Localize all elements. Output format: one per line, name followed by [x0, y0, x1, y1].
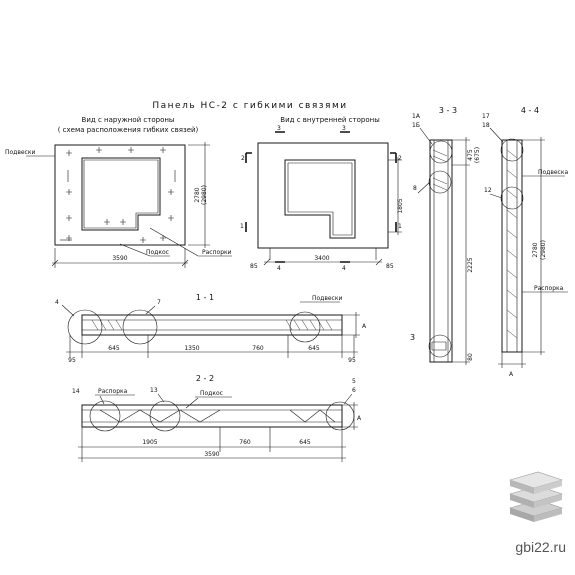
mark-7: 7: [157, 299, 161, 306]
dim-44-2780: 2780: [532, 242, 539, 257]
dim-44-2980: (2980): [540, 240, 547, 260]
dim-a-22: A: [357, 415, 362, 422]
label-rasporka-22: Распорка: [98, 388, 128, 395]
dim-2225: 2225: [467, 257, 474, 272]
watermark-text: gbi22.ru: [515, 539, 566, 555]
label-podveski-outer: Подвески: [5, 149, 35, 156]
dim-22-3590: 3590: [204, 451, 219, 458]
cut-mark-3-top: 3: [277, 125, 281, 132]
dim-a-44: A: [509, 371, 514, 378]
mark-5: 5: [352, 378, 356, 385]
dim-inner-1805: 1805: [397, 198, 404, 213]
section-1-1-label: 1 - 1: [196, 293, 214, 302]
section-3-3-label: 3 - 3: [439, 106, 457, 115]
section-2-2-label: 2 - 2: [196, 374, 214, 383]
label-podkos-outer: Подкос: [146, 249, 169, 256]
dim-11-95-right: 95: [348, 357, 356, 364]
cut-mark-2-left: 2: [241, 155, 245, 162]
dim-11-1350: 1350: [184, 345, 199, 352]
inner-view: 3400 85 85 1805 2 2 1 1 3 3 4 4: [240, 125, 404, 272]
dim-80: 80: [467, 353, 474, 361]
mark-16: 17: [482, 113, 490, 120]
section-1-1: 1 - 1 4 7 Подвески 95 645 1350 760 645 9…: [55, 293, 367, 364]
mark-3: 3: [410, 333, 415, 342]
label-rasporka-44: Распорка: [534, 285, 564, 292]
mark-1b: 1Б: [412, 122, 420, 129]
drawing-title: Панель НС-2 с гибкими связями: [152, 101, 347, 111]
mark-6: 6: [352, 387, 356, 394]
mark-8: 8: [413, 185, 417, 192]
label-podveski-11: Подвески: [312, 295, 342, 302]
cut-mark-4-bottom-b: 4: [342, 265, 346, 272]
dim-22-645: 645: [299, 439, 311, 446]
dim-11-760: 760: [252, 345, 264, 352]
cut-mark-1-left: 1: [240, 223, 244, 230]
section-4-4-label: 4 - 4: [521, 106, 539, 115]
dim-outer-height-alt: (2980): [201, 185, 208, 205]
dim-a-11: A: [362, 323, 367, 330]
dim-inner-width: 3400: [314, 255, 329, 262]
mark-14: 14: [72, 388, 80, 395]
dim-22-1905: 1905: [142, 439, 157, 446]
dim-inner-85-right: 85: [386, 263, 394, 270]
outer-view: 3590 2780 (2980) Подвески Подкос Распорк…: [5, 142, 232, 268]
mark-4: 4: [55, 299, 59, 306]
cut-mark-4-bottom: 4: [277, 265, 281, 272]
dim-22-760: 760: [239, 439, 251, 446]
mark-1a: 1А: [412, 113, 421, 120]
dim-11-95-left: 95: [68, 357, 76, 364]
mark-12: 12: [484, 187, 492, 194]
label-podveska: Подвеска: [538, 169, 568, 176]
dim-outer-height: 2780: [194, 187, 201, 202]
label-rasporki: Распорки: [202, 249, 232, 256]
cut-mark-1-right: 1: [398, 223, 402, 230]
dim-675: (675): [474, 147, 481, 163]
section-3-3: 3 - 3 1А 1Б 8 3 475 (675) 2225 80: [410, 106, 481, 365]
watermark-logo-icon: [508, 471, 564, 522]
dim-inner-85-left: 85: [250, 263, 258, 270]
mark-13: 13: [150, 387, 158, 394]
label-podkos-22: Подкос: [200, 390, 223, 397]
view-inner-caption: Вид с внутренней стороны: [280, 116, 379, 124]
cut-mark-3-top-b: 3: [342, 125, 346, 132]
section-2-2: 2 - 2 14 Распорка 13 Подкос 5 6 1905 760…: [72, 374, 362, 462]
view-outer-note: ( схема расположения гибких связей): [58, 126, 199, 134]
cut-mark-2-right: 2: [398, 155, 402, 162]
dim-11-645-left: 645: [108, 345, 120, 352]
dim-outer-width: 3590: [112, 255, 127, 262]
mark-17: 18: [482, 122, 490, 129]
dim-475: 475: [467, 149, 474, 161]
view-outer-caption: Вид с наружной стороны: [82, 116, 175, 124]
section-4-4: 4 - 4 17 18 12 A Подвеска Распорка 2780 …: [482, 106, 568, 378]
dim-11-645-right: 645: [308, 345, 320, 352]
